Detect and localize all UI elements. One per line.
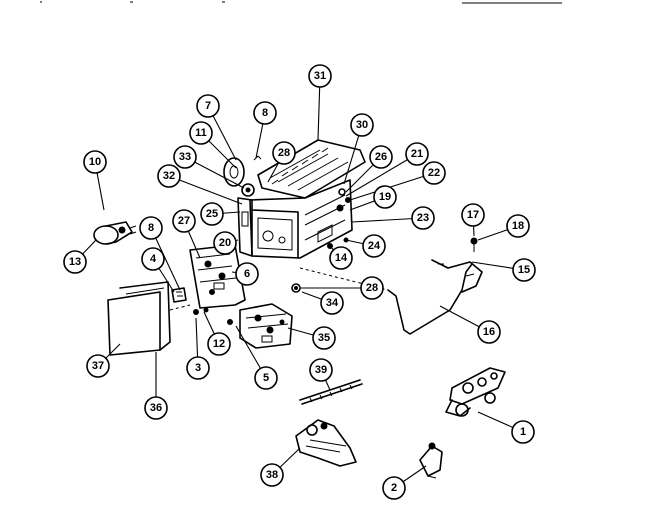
svg-text:14: 14: [335, 252, 348, 264]
callout-13: 13: [63, 250, 87, 274]
svg-text:32: 32: [163, 170, 175, 182]
svg-text:6: 6: [244, 268, 250, 280]
svg-text:4: 4: [150, 253, 157, 265]
svg-text:28: 28: [366, 282, 378, 294]
svg-text:33: 33: [179, 151, 191, 163]
callout-34: 34: [320, 291, 344, 315]
svg-text:10: 10: [89, 156, 101, 168]
callout-18: 18: [506, 214, 530, 238]
ice-maker-housing: [237, 139, 366, 259]
svg-text:8: 8: [148, 222, 154, 234]
callout-21: 21: [405, 142, 429, 166]
callout-3: 3: [186, 356, 210, 380]
svg-text:11: 11: [195, 127, 207, 139]
svg-text:35: 35: [318, 332, 330, 344]
svg-text:21: 21: [411, 148, 423, 160]
svg-text:20: 20: [219, 237, 231, 249]
callout-32: 32: [157, 164, 181, 188]
callout-20: 20: [213, 231, 237, 255]
callout-31: 31: [308, 64, 332, 88]
svg-text:5: 5: [263, 372, 269, 384]
callout-23: 23: [411, 206, 435, 230]
callout-26: 26: [369, 145, 393, 169]
svg-text:36: 36: [150, 402, 162, 414]
cover-panels: [107, 281, 191, 356]
callout-14: 14: [329, 246, 353, 270]
wire-harness: [299, 259, 483, 335]
callout-33: 33: [173, 145, 197, 169]
svg-text:15: 15: [518, 264, 530, 276]
svg-text:18: 18: [512, 220, 524, 232]
fastener-17: [470, 237, 478, 252]
callout-25: 25: [200, 202, 224, 226]
callout-22: 22: [422, 161, 446, 185]
svg-text:12: 12: [213, 338, 225, 350]
callout-12: 12: [207, 332, 231, 356]
svg-text:13: 13: [69, 256, 81, 268]
callout-6: 6: [235, 262, 259, 286]
svg-text:7: 7: [205, 100, 211, 112]
callout-17: 17: [461, 203, 485, 227]
switch-plate: [239, 303, 293, 349]
svg-text:16: 16: [483, 326, 495, 338]
callout-30: 30: [350, 113, 374, 137]
callout-38: 38: [260, 463, 284, 487]
callout-19: 19: [373, 185, 397, 209]
callout-8-top: 8: [253, 101, 277, 125]
callout-15: 15: [512, 258, 536, 282]
svg-text:26: 26: [375, 151, 387, 163]
callout-24: 24: [362, 234, 386, 258]
callout-10: 10: [83, 150, 107, 174]
bracket-4: [171, 287, 187, 303]
svg-text:19: 19: [379, 191, 391, 203]
callout-28-right: 28: [360, 276, 384, 300]
feeler-arm: [299, 379, 363, 405]
gear-assembly: [223, 155, 262, 197]
svg-text:23: 23: [417, 212, 429, 224]
clip-2: [419, 442, 443, 479]
svg-text:8: 8: [262, 107, 268, 119]
callout-1: 1: [511, 420, 535, 444]
svg-text:28: 28: [278, 147, 290, 159]
callout-8-left: 8: [139, 216, 163, 240]
water-valve: [445, 367, 506, 417]
svg-text:27: 27: [178, 215, 190, 227]
callout-4: 4: [141, 247, 165, 271]
callout-37: 37: [86, 354, 110, 378]
bracket-38: [295, 419, 357, 467]
callout-28-top: 28: [272, 141, 296, 165]
svg-text:34: 34: [326, 297, 339, 309]
svg-text:3: 3: [195, 362, 201, 374]
callout-27: 27: [172, 209, 196, 233]
svg-text:25: 25: [206, 208, 218, 220]
svg-text:30: 30: [356, 119, 368, 131]
svg-text:2: 2: [391, 482, 397, 494]
callout-2: 2: [382, 476, 406, 500]
svg-text:39: 39: [315, 364, 327, 376]
svg-text:22: 22: [428, 167, 440, 179]
callout-11: 11: [189, 121, 213, 145]
svg-text:24: 24: [368, 240, 381, 252]
svg-text:17: 17: [467, 209, 479, 221]
callout-16: 16: [477, 320, 501, 344]
callout-5: 5: [254, 366, 278, 390]
callout-36: 36: [144, 396, 168, 420]
callout-7: 7: [196, 94, 220, 118]
svg-text:38: 38: [266, 469, 278, 481]
svg-text:31: 31: [314, 70, 326, 82]
leader-lines: [74, 75, 525, 489]
svg-text:37: 37: [92, 360, 104, 372]
callout-39: 39: [309, 358, 333, 382]
motor-assembly: [93, 221, 137, 245]
callout-35: 35: [312, 326, 336, 350]
screws: [193, 188, 351, 325]
svg-text:1: 1: [520, 426, 526, 438]
